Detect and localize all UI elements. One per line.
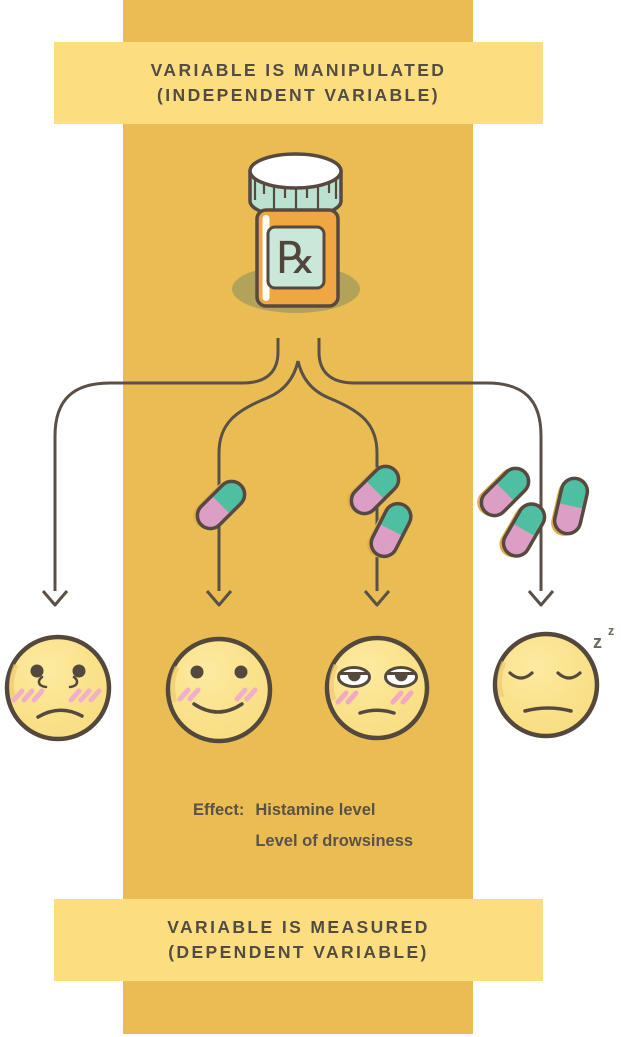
sleep-z-large: z — [593, 632, 602, 652]
arrowhead-3 — [363, 590, 391, 607]
arrowhead-2 — [205, 590, 233, 607]
eye-right — [234, 665, 248, 679]
eye-right-halfclosed — [384, 666, 418, 688]
branch-right-outer — [317, 338, 543, 591]
pill-group-three — [470, 459, 592, 566]
mouth-flat — [523, 706, 573, 713]
face-drowsy — [324, 635, 430, 741]
dependent-variable-banner: VARIABLE IS MEASURED (DEPENDENT VARIABLE… — [54, 899, 543, 981]
branch-right-inner — [296, 360, 379, 591]
effect-line-drowsiness: Level of drowsiness — [255, 832, 414, 850]
face-content — [165, 636, 273, 744]
banner-bottom-line2: (DEPENDENT VARIABLE) — [168, 942, 429, 962]
face-asleep: z z — [492, 624, 614, 739]
eye-right-closed — [556, 671, 582, 680]
blush-left — [11, 688, 45, 703]
blush-right — [390, 690, 414, 705]
effect-caption: Effect: Histamine level Level of drowsin… — [193, 795, 413, 857]
face-concerned — [4, 634, 112, 742]
branch-left-outer — [53, 338, 280, 591]
effect-label: Effect: — [193, 801, 245, 819]
eye-left — [190, 665, 204, 679]
eye-left-halfclosed — [337, 666, 371, 688]
rx-symbol: ℞ — [276, 233, 315, 284]
arrowhead-1 — [41, 590, 69, 607]
pill-bottle: ℞ — [232, 152, 360, 313]
sleep-z-small: z — [608, 624, 614, 638]
banner-bottom-line1: VARIABLE IS MEASURED — [167, 917, 430, 937]
eye-crease-left — [37, 675, 48, 689]
mouth-frown — [36, 708, 84, 719]
banner-top-line1: VARIABLE IS MANIPULATED — [150, 60, 447, 80]
pill-group-two — [340, 457, 418, 566]
blush-left — [335, 690, 359, 705]
branch-left-inner — [217, 360, 300, 591]
blush-right — [68, 688, 102, 703]
bottle-cap-top — [248, 152, 343, 190]
eye-crease-right — [68, 675, 79, 689]
mouth-smile — [192, 702, 244, 714]
branch-lines — [41, 338, 555, 607]
independent-variable-banner: VARIABLE IS MANIPULATED (INDEPENDENT VAR… — [54, 42, 543, 124]
arrowhead-4 — [527, 590, 555, 607]
banner-top-line2: (INDEPENDENT VARIABLE) — [157, 85, 440, 105]
blush-left — [177, 687, 201, 702]
mouth-flat — [358, 708, 396, 715]
eye-left-closed — [508, 671, 534, 680]
eye-right — [72, 664, 86, 678]
eye-left — [30, 664, 44, 678]
cap-ridges — [253, 179, 338, 215]
effect-line-histamine: Histamine level — [255, 801, 376, 819]
blush-right — [234, 687, 258, 702]
bottle-label — [266, 225, 326, 290]
